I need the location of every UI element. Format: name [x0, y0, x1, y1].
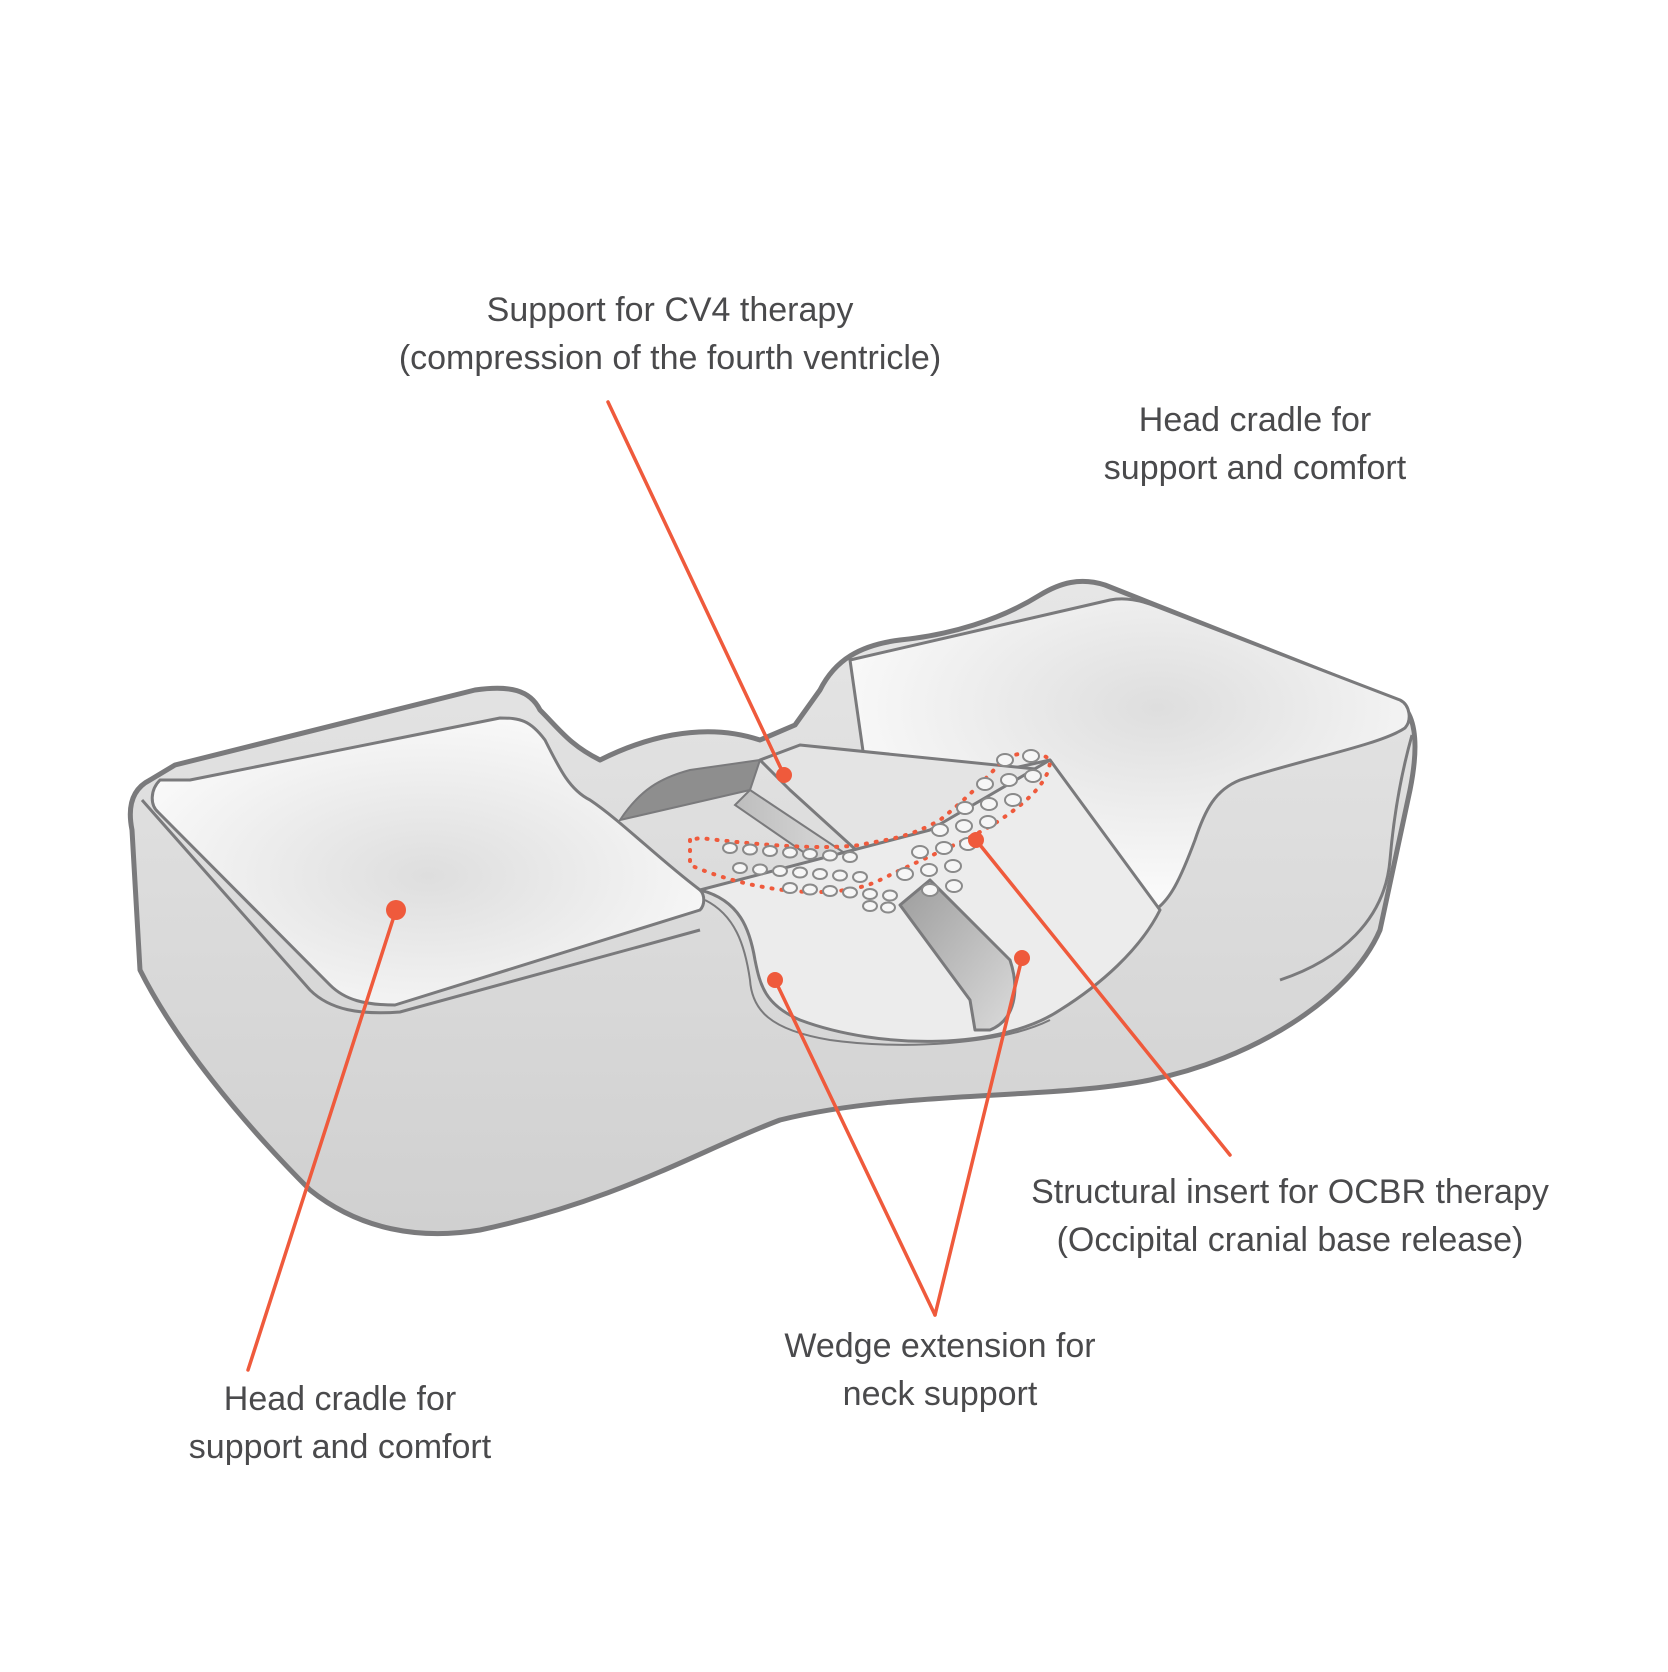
wedge-inner-edge: [704, 899, 1051, 1046]
perforation-hole: [1022, 749, 1040, 763]
perforation-hole: [722, 842, 738, 854]
left-cradle-top: [150, 716, 706, 1007]
perforation-hole: [882, 889, 898, 902]
leader-line-wedge-left: [773, 978, 937, 1317]
callout-left-cradle-line2: support and comfort: [188, 1428, 492, 1466]
callout-dot-ocbr: [968, 832, 984, 848]
ocbr-insert-perforations: [722, 749, 1042, 914]
perforation-hole: [944, 859, 962, 873]
leader-lines: [246, 400, 1232, 1372]
perforation-hole: [1000, 773, 1018, 787]
perforation-hole: [812, 868, 828, 880]
right-block-rim: [1279, 734, 1414, 982]
callout-dots: [386, 767, 1030, 988]
callout-right-head-cradle: Head cradle for support and comfort: [1055, 396, 1455, 492]
perforation-hole: [920, 863, 938, 877]
callout-ocbr-line2: (Occipital cranial base release): [1056, 1221, 1524, 1259]
perforation-hole: [921, 883, 939, 897]
callout-wedge-extension: Wedge extension for neck support: [740, 1322, 1140, 1418]
callout-dot-wedge-right: [1014, 950, 1030, 966]
left-block-rim: [140, 799, 701, 1015]
perforation-hole: [896, 867, 914, 881]
perforation-hole: [732, 862, 748, 874]
leader-line-ocbr: [974, 838, 1232, 1157]
leader-line-cv4: [606, 400, 786, 777]
callout-cv4-support: Support for CV4 therapy (compression of …: [370, 286, 970, 382]
perforation-hole: [802, 883, 818, 896]
perforation-hole: [862, 900, 878, 912]
right-cradle-top: [848, 597, 1411, 912]
perforation-hole: [979, 815, 997, 829]
callout-dot-cv4: [776, 767, 792, 783]
callout-wedge-line2: neck support: [842, 1375, 1038, 1413]
perforation-hole: [792, 866, 808, 879]
callout-dot-left-cradle: [386, 900, 406, 920]
perforation-hole: [782, 846, 798, 859]
perforation-hole: [862, 888, 878, 900]
perforation-hole: [802, 848, 818, 860]
leader-line-left-cradle: [246, 908, 398, 1372]
callout-ocbr-line1: Structural insert for OCBR therapy: [1031, 1173, 1549, 1211]
perforation-hole: [822, 885, 838, 897]
leader-line-wedge-right: [933, 956, 1024, 1317]
perforation-hole: [911, 845, 929, 859]
callout-left-head-cradle: Head cradle for support and comfort: [140, 1375, 540, 1471]
perforation-hole: [852, 871, 868, 883]
callout-cv4-line2: (compression of the fourth ventricle): [398, 339, 942, 377]
callout-ocbr-insert: Structural insert for OCBR therapy (Occi…: [990, 1168, 1590, 1264]
perforation-hole: [956, 801, 974, 815]
perforation-hole: [1004, 793, 1022, 807]
perforation-hole: [782, 882, 798, 894]
perforation-hole: [1024, 769, 1042, 783]
callout-dot-wedge-left: [767, 972, 783, 988]
perforation-hole: [742, 843, 758, 856]
perforation-hole: [996, 753, 1014, 767]
perforation-hole: [842, 886, 858, 899]
channel-back-wall: [617, 758, 762, 822]
perforation-hole: [842, 851, 858, 863]
perforation-hole: [980, 797, 998, 811]
perforation-hole: [955, 819, 973, 833]
perforation-hole: [822, 849, 838, 862]
perforation-hole: [772, 865, 788, 877]
callout-right-cradle-line2: support and comfort: [1103, 449, 1407, 487]
perforation-hole: [935, 841, 953, 855]
perforation-hole: [945, 879, 963, 893]
perforation-hole: [762, 845, 778, 857]
perforation-hole: [752, 863, 768, 876]
callout-wedge-line1: Wedge extension for: [784, 1327, 1096, 1365]
callout-cv4-line1: Support for CV4 therapy: [486, 291, 854, 329]
perforation-hole: [976, 777, 994, 791]
perforation-hole: [832, 869, 848, 882]
perforation-hole: [880, 901, 896, 914]
callout-right-cradle-line1: Head cradle for: [1138, 401, 1372, 439]
perforation-hole: [931, 823, 949, 837]
callout-left-cradle-line1: Head cradle for: [223, 1380, 457, 1418]
